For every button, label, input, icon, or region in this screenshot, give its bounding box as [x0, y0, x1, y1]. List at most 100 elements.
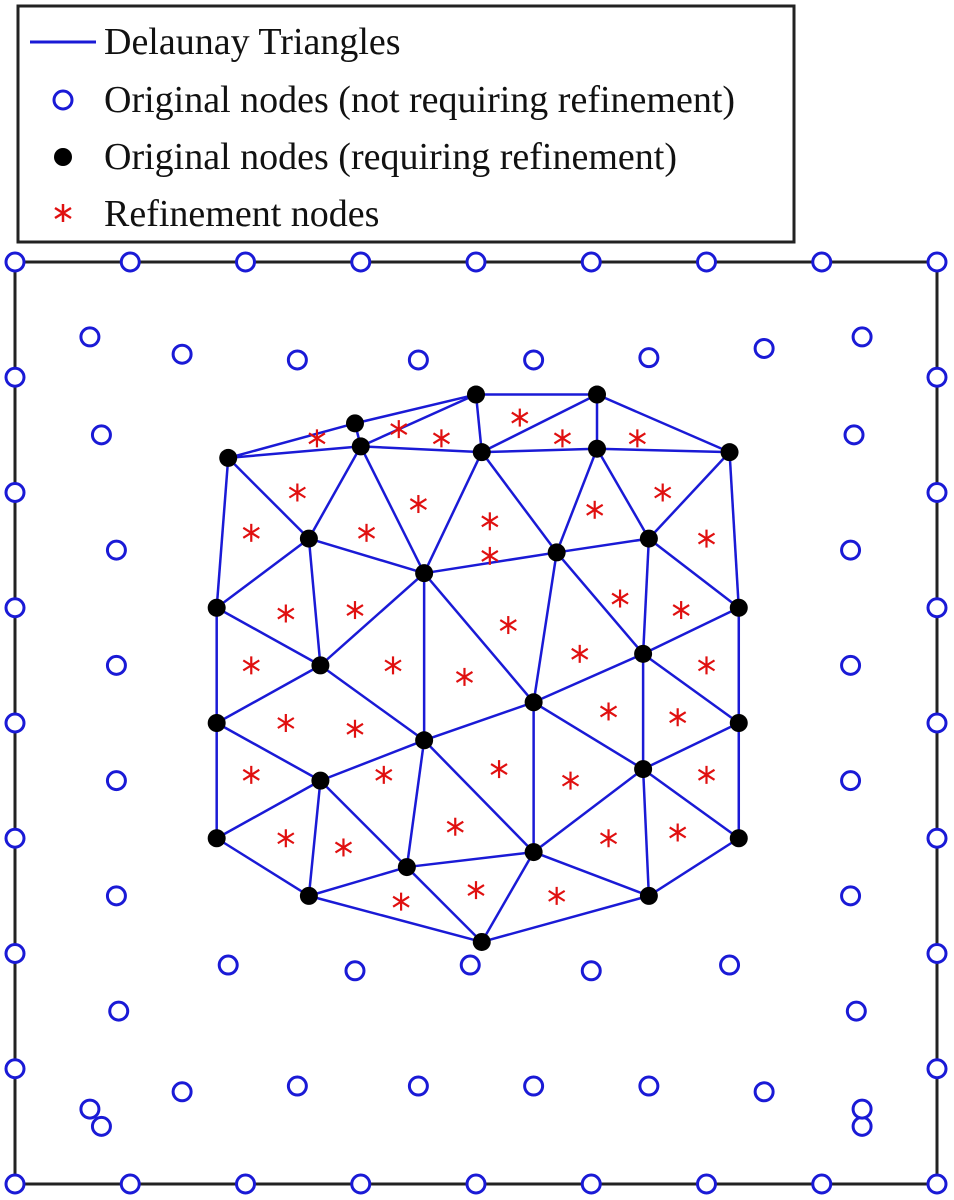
- delaunay-edge: [642, 721, 740, 771]
- refinement-node-point: [669, 823, 687, 842]
- refinement-node-point: [242, 656, 260, 675]
- filled-node-point: [472, 932, 491, 951]
- refinement-node-point: [571, 644, 589, 663]
- refinement-node-point: [499, 616, 517, 635]
- filled-node-point: [345, 414, 364, 433]
- delaunay-edge: [423, 451, 483, 574]
- open-node-point: [79, 326, 101, 348]
- delaunay-edge: [423, 701, 535, 742]
- delaunay-edge: [648, 837, 740, 897]
- legend-open-circle-marker: [52, 89, 74, 111]
- filled-node-point: [524, 693, 543, 712]
- delaunay-edge: [532, 552, 558, 703]
- filled-node-point: [311, 656, 330, 675]
- filled-node-point: [219, 448, 238, 467]
- filled-node-point: [639, 529, 658, 548]
- refinement-node-point: [654, 483, 672, 502]
- delaunay-edges: [215, 393, 741, 944]
- refinement-node-point: [392, 892, 410, 911]
- delaunay-edge: [532, 701, 644, 771]
- refinement-node-point: [467, 881, 485, 900]
- open-node-point: [926, 251, 948, 273]
- delaunay-edge: [596, 393, 731, 454]
- refinement-node-point: [548, 886, 566, 905]
- delaunay-edge: [359, 445, 426, 574]
- delaunay-edge: [228, 445, 361, 460]
- delaunay-edge: [474, 394, 484, 453]
- delaunay-edge: [405, 740, 426, 868]
- open-node-point: [286, 1075, 308, 1097]
- refinement-node-point: [697, 529, 716, 548]
- filled-nodes: [207, 385, 748, 951]
- refinement-node-point: [277, 604, 295, 623]
- delaunay-edge: [215, 537, 310, 609]
- open-node-point: [811, 251, 833, 273]
- refinement-node-point: [446, 817, 464, 836]
- refinement-node-point: [697, 765, 716, 784]
- refinement-node-point: [390, 420, 408, 439]
- refinement-node-point: [672, 601, 690, 620]
- legend: Delaunay Triangles Original nodes (not r…: [16, 4, 796, 244]
- delaunay-edge: [216, 837, 310, 897]
- legend-label-refinement-nodes: Refinement nodes: [104, 193, 379, 235]
- delaunay-edge: [532, 768, 644, 854]
- open-node-point: [638, 1075, 660, 1097]
- open-node-point: [523, 349, 545, 371]
- filled-node-point: [588, 439, 607, 458]
- open-node-point: [90, 424, 112, 446]
- delaunay-edge: [215, 457, 230, 608]
- delaunay-edge: [481, 447, 598, 454]
- open-node-point: [926, 1173, 948, 1195]
- delaunay-edge: [555, 448, 599, 553]
- open-node-point: [4, 827, 26, 849]
- open-node-point: [840, 654, 862, 676]
- delaunay-edge: [354, 393, 477, 425]
- open-node-point: [119, 1173, 141, 1195]
- refinement-node-point: [242, 523, 260, 542]
- filled-node-point: [729, 714, 748, 732]
- refinement-node-point: [561, 771, 580, 790]
- refinement-node-point: [586, 500, 604, 519]
- delaunay-edge: [641, 769, 651, 896]
- open-node-point: [926, 827, 948, 849]
- delaunay-edge: [423, 739, 535, 853]
- legend-box: [16, 4, 796, 244]
- delaunay-edge: [319, 664, 425, 742]
- refinement-node-point: [346, 601, 364, 620]
- delaunay-edge: [216, 779, 322, 840]
- open-node-point: [90, 1115, 112, 1137]
- delaunay-edge: [533, 652, 644, 704]
- open-node-point: [235, 1173, 256, 1195]
- open-node-point: [105, 885, 127, 907]
- open-node-point: [119, 251, 141, 273]
- open-node-point: [79, 1098, 101, 1120]
- open-node-point: [4, 597, 26, 619]
- filled-node-point: [311, 771, 330, 790]
- refinement-node-point: [346, 719, 364, 738]
- open-node-point: [350, 251, 372, 273]
- refinement-node-point: [628, 429, 646, 448]
- delaunay-edge: [319, 779, 408, 868]
- refinement-node-point: [553, 429, 572, 448]
- refinement-node-point: [375, 765, 393, 784]
- delaunay-edge: [307, 445, 362, 540]
- open-node-point: [523, 1075, 545, 1097]
- filled-node-point: [524, 843, 543, 862]
- open-node-point: [719, 954, 741, 976]
- open-node-point: [926, 597, 948, 619]
- open-node-point: [407, 1075, 429, 1097]
- open-node-point: [4, 251, 26, 273]
- filled-node-point: [639, 886, 658, 905]
- refinement-node-point: [481, 512, 499, 531]
- delaunay-edge: [556, 537, 650, 554]
- open-node-point: [840, 539, 862, 561]
- filled-node-point: [351, 437, 370, 456]
- delaunay-edge: [227, 422, 356, 460]
- open-node-point: [171, 343, 193, 365]
- refinement-node-point: [599, 829, 618, 848]
- filled-node-point: [729, 829, 748, 848]
- delaunay-edge: [308, 865, 408, 898]
- filled-node-point: [207, 714, 226, 732]
- filled-node-point: [467, 385, 485, 404]
